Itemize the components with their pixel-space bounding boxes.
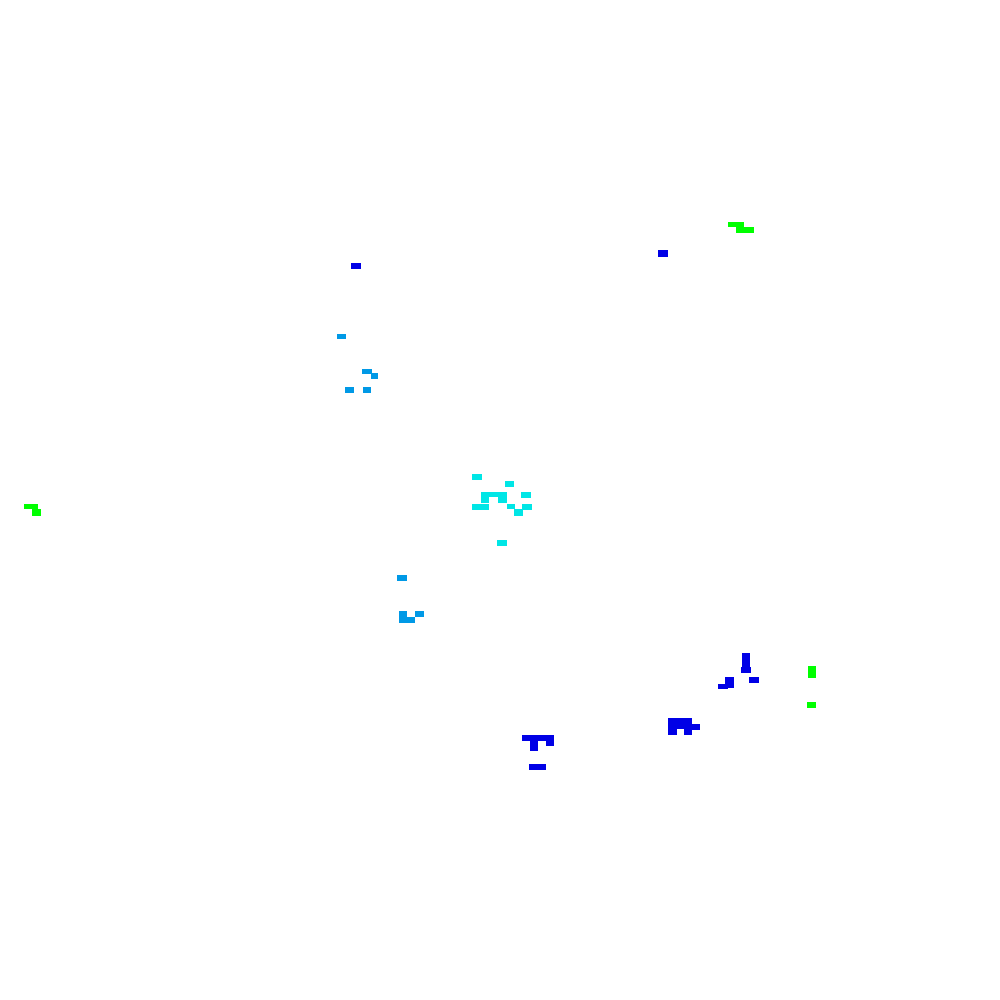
pixel-block	[692, 724, 700, 730]
pixel-block	[481, 492, 507, 497]
pixel-block	[807, 702, 816, 708]
pixel-block	[529, 764, 546, 770]
pixel-block	[362, 369, 372, 374]
pixel-block	[497, 540, 507, 546]
pixel-block	[808, 666, 816, 678]
pixel-block	[345, 387, 354, 393]
pixel-block	[736, 227, 754, 233]
pixel-block	[718, 684, 728, 689]
pixel-block	[32, 509, 41, 516]
cluster-blue-bottom	[522, 718, 700, 770]
pixel-block	[728, 222, 744, 227]
pixel-block	[498, 497, 507, 503]
pixel-block	[337, 334, 346, 339]
pixel-block	[684, 729, 692, 735]
cluster-blue-top-left	[351, 263, 361, 269]
pixel-block	[522, 504, 532, 510]
pixel-block	[24, 504, 38, 509]
cluster-skyblue-lower	[397, 575, 424, 623]
pixel-block	[522, 735, 554, 741]
cluster-green-left	[24, 504, 41, 516]
pixel-block	[397, 575, 407, 581]
pixel-block	[363, 387, 371, 393]
cluster-blue-top-right	[658, 250, 668, 257]
cluster-skyblue-upper	[337, 334, 378, 393]
pixel-block	[658, 250, 668, 257]
pixel-block	[399, 611, 407, 623]
cluster-green-top-right	[728, 222, 754, 233]
pixel-block	[415, 611, 424, 617]
pixel-block	[351, 263, 361, 269]
pixel-block	[749, 677, 759, 683]
pixel-block	[668, 718, 692, 729]
pixel-block	[546, 741, 554, 746]
cluster-cyan-center	[472, 474, 532, 546]
pixel-block	[407, 617, 415, 623]
pixel-block	[514, 509, 523, 516]
pixel-block	[371, 373, 378, 379]
pixel-block	[741, 667, 751, 673]
pixel-block	[481, 497, 489, 503]
cluster-blue-bottom-right	[718, 653, 759, 689]
pixel-block	[507, 504, 515, 509]
cluster-green-right	[807, 666, 816, 708]
pixel-block	[725, 677, 734, 688]
pixel-block	[521, 492, 531, 498]
pixel-block	[668, 729, 677, 735]
pixel-clusters	[24, 222, 816, 770]
pixel-block	[472, 504, 489, 510]
pixel-block	[530, 741, 538, 751]
pixel-block	[505, 481, 514, 487]
pixel-block	[472, 474, 482, 480]
pixel-block	[742, 653, 750, 667]
